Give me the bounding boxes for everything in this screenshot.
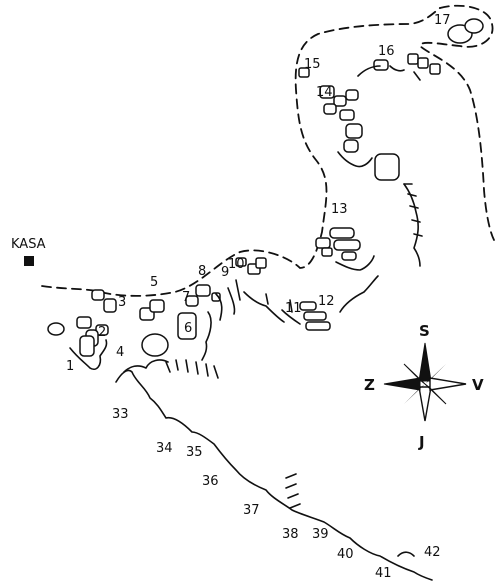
compass-diagonal-sw: [404, 384, 425, 404]
compass-north-point: [418, 342, 432, 382]
compass-east-point: [429, 377, 467, 391]
sector-label-37: 37: [243, 503, 260, 518]
boulders-left: [47, 257, 267, 371]
sector-label-9: 9: [221, 265, 229, 280]
sector-label-39: 39: [312, 527, 329, 542]
compass-diagonal-se: [424, 383, 447, 405]
boulders-middle: [299, 227, 361, 331]
access-path: [41, 4, 495, 297]
sector-label-7: 7: [182, 290, 190, 305]
sector-label-1: 1: [66, 359, 74, 374]
sector-label-14: 14: [316, 85, 333, 100]
sector-label-17: 17: [434, 13, 451, 28]
sector-label-41: 41: [375, 566, 392, 581]
sector-label-13: 13: [331, 202, 348, 217]
parking-marker: [24, 256, 34, 266]
compass-label-south: J: [418, 433, 425, 451]
sector-labels: 1 2 3 4 5 6 7 8 9 10 11 12 13 14 15 16 1…: [66, 13, 451, 581]
compass-label-north: S: [419, 322, 430, 340]
sector-label-6: 6: [184, 321, 192, 336]
sector-label-11: 11: [285, 301, 302, 316]
sector-label-15: 15: [304, 57, 321, 72]
sector-label-34: 34: [156, 441, 173, 456]
sector-label-36: 36: [202, 474, 219, 489]
compass-diagonal-ne: [425, 364, 446, 384]
boulders-upper: [298, 18, 484, 181]
compass-label-east: V: [472, 376, 484, 394]
sector-label-10: 10: [228, 257, 245, 272]
sector-label-8: 8: [198, 264, 206, 279]
crag-lines: [115, 65, 433, 581]
sector-label-42: 42: [424, 545, 441, 560]
sector-label-4: 4: [116, 345, 124, 360]
sector-label-3: 3: [118, 295, 126, 310]
compass-label-west: Z: [364, 376, 375, 394]
compass-diagonal-nw: [403, 363, 426, 385]
sector-label-40: 40: [337, 547, 354, 562]
sector-label-35: 35: [186, 445, 203, 460]
sector-label-16: 16: [378, 44, 395, 59]
sector-label-12: 12: [318, 294, 335, 309]
sector-label-33: 33: [112, 407, 129, 422]
sector-label-2: 2: [98, 325, 106, 340]
sector-label-5: 5: [150, 275, 158, 290]
compass-west-point: [383, 377, 421, 391]
compass-south-point: [418, 386, 432, 422]
sector-label-38: 38: [282, 527, 299, 542]
parking-label: KASA: [11, 237, 46, 252]
compass-rose: S J V Z: [364, 322, 484, 451]
